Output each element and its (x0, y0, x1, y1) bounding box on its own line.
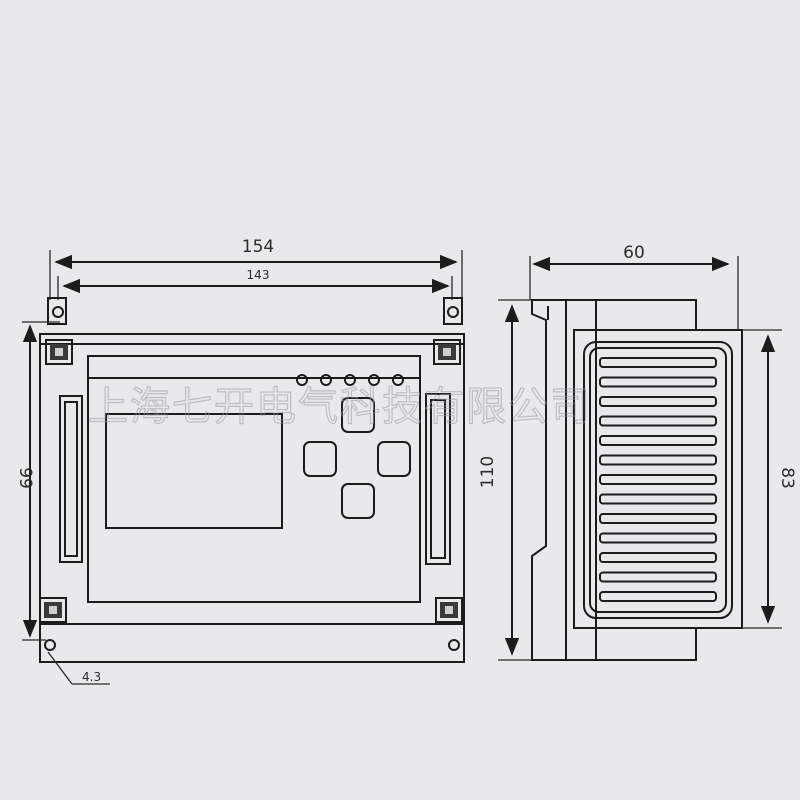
vent-slot (599, 474, 717, 485)
vent-slot (599, 532, 717, 544)
company-watermark: 上海七开电气科技有限公司 (88, 384, 592, 430)
din-rail-profile (531, 299, 597, 661)
side-body-bottom (595, 627, 697, 661)
dimension-height: 99 (15, 467, 35, 489)
terminal-strip-right (425, 393, 451, 565)
bottom-mount-rail (39, 623, 465, 663)
corner-pad-bottom-left (39, 597, 67, 623)
mount-hole-top-left (52, 306, 64, 318)
front-bezel (87, 355, 421, 603)
dimension-overall-width: 154 (242, 237, 274, 257)
vent-slot (599, 376, 717, 388)
vent-slot (599, 571, 717, 583)
vent-slot (599, 591, 717, 602)
mount-hole-bottom-left (44, 639, 56, 651)
mount-hole-top-right (447, 306, 459, 318)
vent-panel-outer (583, 341, 733, 619)
dimension-depth: 60 (623, 243, 645, 263)
vent-slot (599, 357, 717, 368)
corner-pad-top-right (433, 339, 461, 365)
mount-hole-bottom-right (448, 639, 460, 651)
dimension-front-height: 83 (777, 467, 797, 489)
indicator-led-4 (368, 374, 380, 386)
indicator-led-5 (392, 374, 404, 386)
key-right (377, 441, 411, 477)
mount-tab-top-left (47, 297, 67, 325)
indicator-led-2 (320, 374, 332, 386)
indicator-led-3 (344, 374, 356, 386)
corner-pad-top-left (45, 339, 73, 365)
indicator-led-1 (296, 374, 308, 386)
side-view: 60 110 83 (478, 243, 797, 661)
vent-slot (599, 493, 717, 505)
front-view: 154 143 (15, 237, 465, 685)
mount-tab-top-right (443, 297, 463, 325)
terminal-strip-left-inner (64, 401, 78, 557)
dimension-total-height: 110 (478, 456, 498, 488)
vent-slot (599, 454, 717, 466)
vent-slot (599, 552, 717, 563)
vent-slot (599, 435, 717, 446)
hole-leader-line (47, 651, 73, 685)
side-body-top (595, 299, 697, 331)
dimension-hole-spacing: 143 (247, 268, 270, 282)
terminal-strip-left (59, 395, 83, 563)
terminal-strip-right-inner (430, 399, 446, 559)
vent-slot (599, 396, 717, 407)
key-up (341, 397, 375, 433)
lcd-screen (105, 413, 283, 529)
key-down (341, 483, 375, 519)
corner-pad-bottom-right (435, 597, 463, 623)
vent-slots (599, 357, 717, 602)
key-left (303, 441, 337, 477)
vent-slot (599, 415, 717, 427)
side-front-bezel (573, 329, 743, 629)
dimension-hole-diameter: 4.3 (82, 670, 101, 684)
vent-panel-inner (589, 347, 727, 613)
vent-slot (599, 513, 717, 524)
